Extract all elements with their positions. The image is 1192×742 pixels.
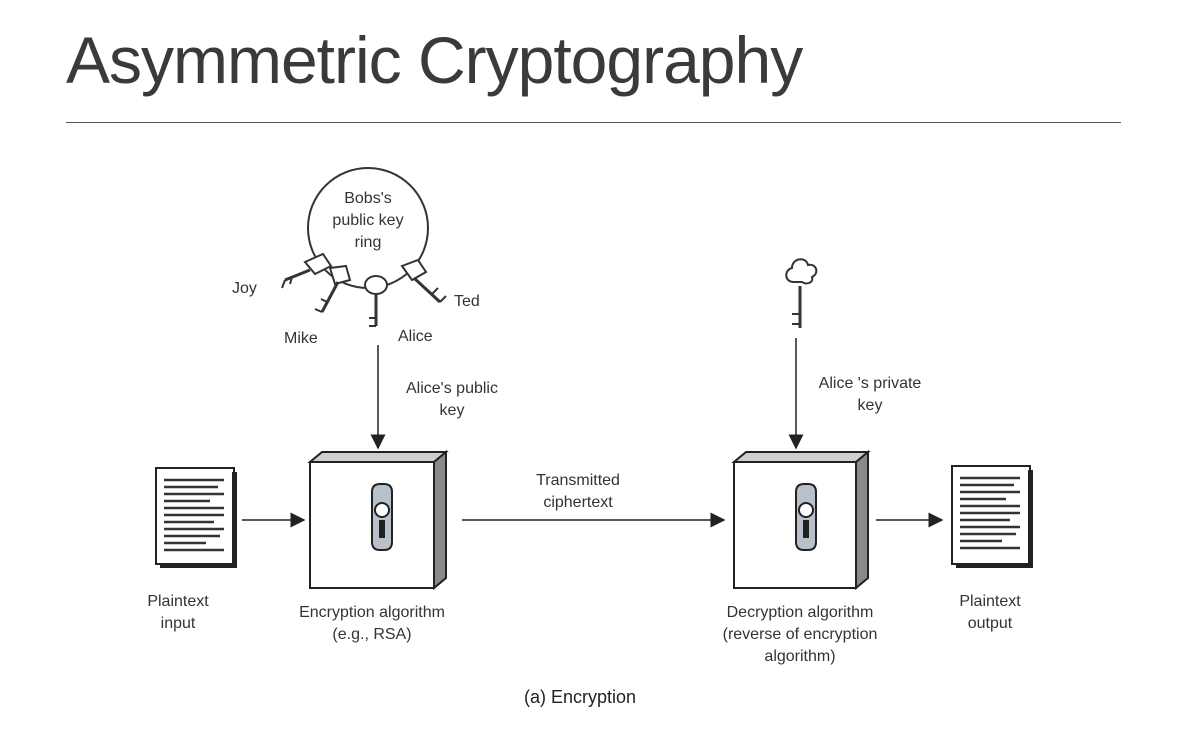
figure-caption: (a) Encryption xyxy=(524,687,636,707)
private-key-label-line1: Alice 's private xyxy=(819,375,922,392)
key-label-joy: Joy xyxy=(232,280,257,297)
plaintext-output-label-line1: Plaintext xyxy=(959,593,1021,610)
lock-icon xyxy=(371,483,393,551)
ring-label-line3: ring xyxy=(355,234,382,251)
public-key-label-line1: Alice's public xyxy=(406,380,498,397)
plaintext-input-document-icon xyxy=(155,467,237,568)
transmitted-label-line2: ciphertext xyxy=(543,494,613,511)
key-label-alice: Alice xyxy=(398,328,433,345)
key-label-ted: Ted xyxy=(454,293,480,310)
key-icon-ted xyxy=(400,258,447,304)
public-key-label-line2: key xyxy=(440,402,465,419)
plaintext-input-label-line2: input xyxy=(161,615,196,632)
encryption-label-line1: Encryption algorithm xyxy=(299,604,445,621)
plaintext-output-document-icon xyxy=(951,465,1033,568)
page-title: Asymmetric Cryptography xyxy=(66,23,803,97)
decryption-label-line1: Decryption algorithm xyxy=(727,604,874,621)
key-icon-alice xyxy=(364,275,388,327)
encryption-box xyxy=(307,449,449,591)
encryption-label-line2: (e.g., RSA) xyxy=(332,626,411,643)
public-key-ring: Bobs's public key ring Joy Mike Alice Te… xyxy=(232,167,480,347)
decryption-box xyxy=(731,449,871,591)
lock-icon xyxy=(795,483,817,551)
key-icon-joy xyxy=(281,252,333,289)
decryption-label-line2: (reverse of encryption xyxy=(723,626,878,643)
title-divider xyxy=(66,122,1121,123)
ring-label-line1: Bobs's xyxy=(344,190,392,207)
key-icon-mike xyxy=(314,264,352,313)
transmitted-label-line1: Transmitted xyxy=(536,472,620,489)
private-key-icon xyxy=(785,258,818,328)
ring-label-line2: public key xyxy=(332,212,403,229)
private-key-label-line2: key xyxy=(858,397,883,414)
key-label-mike: Mike xyxy=(284,330,318,347)
decryption-label-line3: algorithm) xyxy=(764,648,835,665)
plaintext-output-label-line2: output xyxy=(968,615,1013,632)
plaintext-input-label-line1: Plaintext xyxy=(147,593,209,610)
